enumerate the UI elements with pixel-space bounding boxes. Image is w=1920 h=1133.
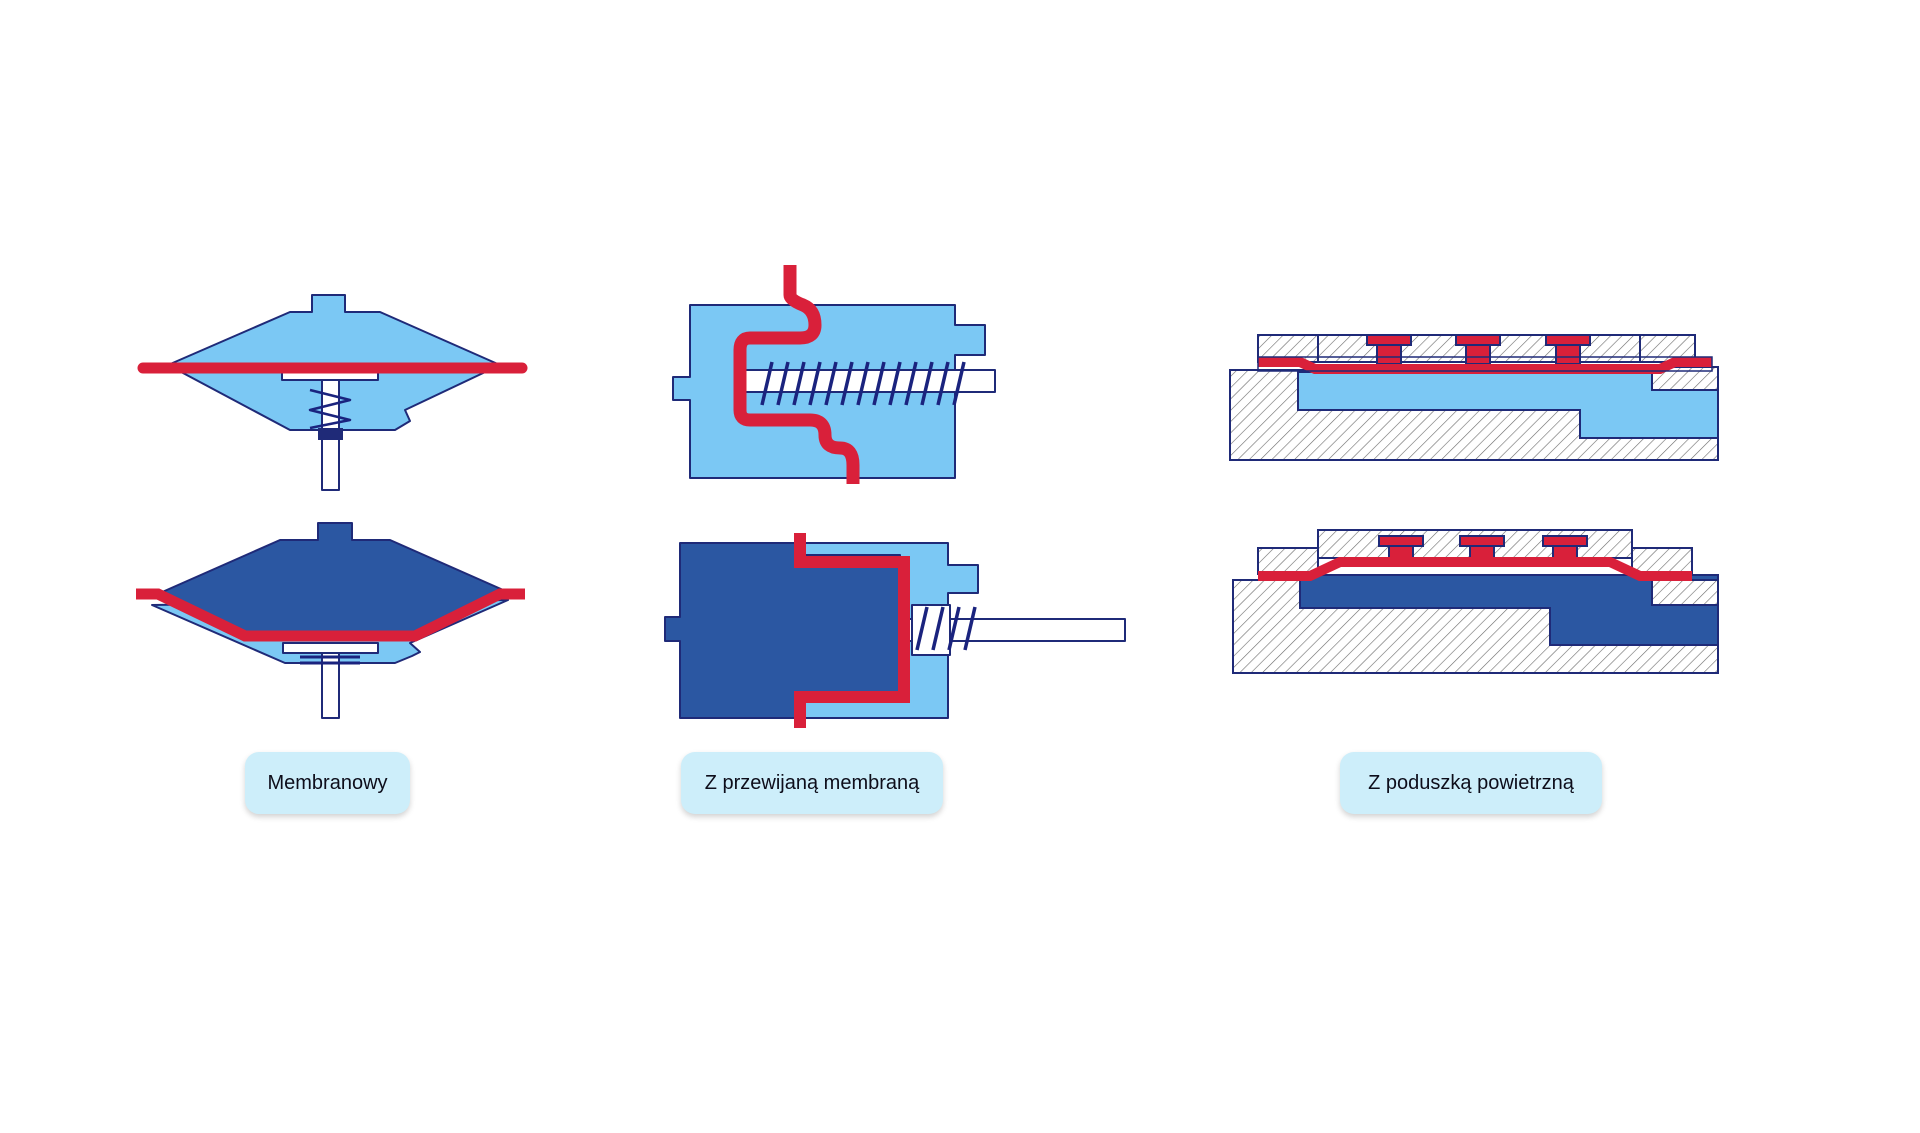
rolling-spring [760,361,966,406]
membrane-actuator-retracted [136,522,525,719]
air-cushion-actuator-bottom [1232,529,1719,674]
label-rolling-membrane: Z przewijaną membraną [681,752,943,814]
label-air-cushion: Z poduszką powietrzną [1340,752,1602,814]
rolling-membrane-actuator-top [672,265,996,484]
cushion-red-bottom [1258,557,1692,581]
rolling-membrane-actuator-bottom [664,533,1126,728]
cushion-cover-right-lower [1631,547,1693,575]
rolling-red-membrane-lower [794,533,910,728]
rolling-spring-lower [915,606,977,651]
air-cushion-actuator-top [1229,334,1719,461]
membrane-plate-lower [282,642,379,654]
membrane-spring [308,388,352,430]
cushion-pins-top [1366,334,1591,365]
membrane-red-bottom [136,588,525,642]
membrane-spring-block [318,428,343,440]
cushion-chamber-dark [1299,574,1719,646]
cushion-red-top [1258,357,1712,374]
label-membrane: Membranowy [245,752,410,814]
membrane-stem-lower [321,652,340,719]
membrane-actuator-extended [137,294,528,491]
cushion-right-step-lower [1651,579,1719,606]
rolling-red-membrane [733,265,860,484]
cushion-cover-left-lower [1257,547,1319,575]
